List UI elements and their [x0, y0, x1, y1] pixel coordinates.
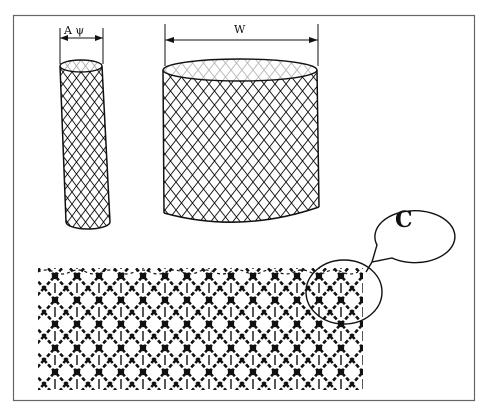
callout-label: C	[395, 207, 413, 233]
width-label: W	[234, 23, 246, 36]
diameter-label: A ψ	[63, 24, 84, 37]
figure-frame	[12, 14, 476, 402]
width-dimension	[164, 24, 319, 66]
diameter-dimension	[59, 28, 104, 64]
callout-bubble	[365, 210, 456, 273]
mesh-band-detail	[37, 268, 363, 390]
narrow-mesh-tube	[59, 59, 111, 230]
wide-mesh-cylinder	[162, 58, 320, 223]
magnifier-circle	[305, 259, 383, 325]
